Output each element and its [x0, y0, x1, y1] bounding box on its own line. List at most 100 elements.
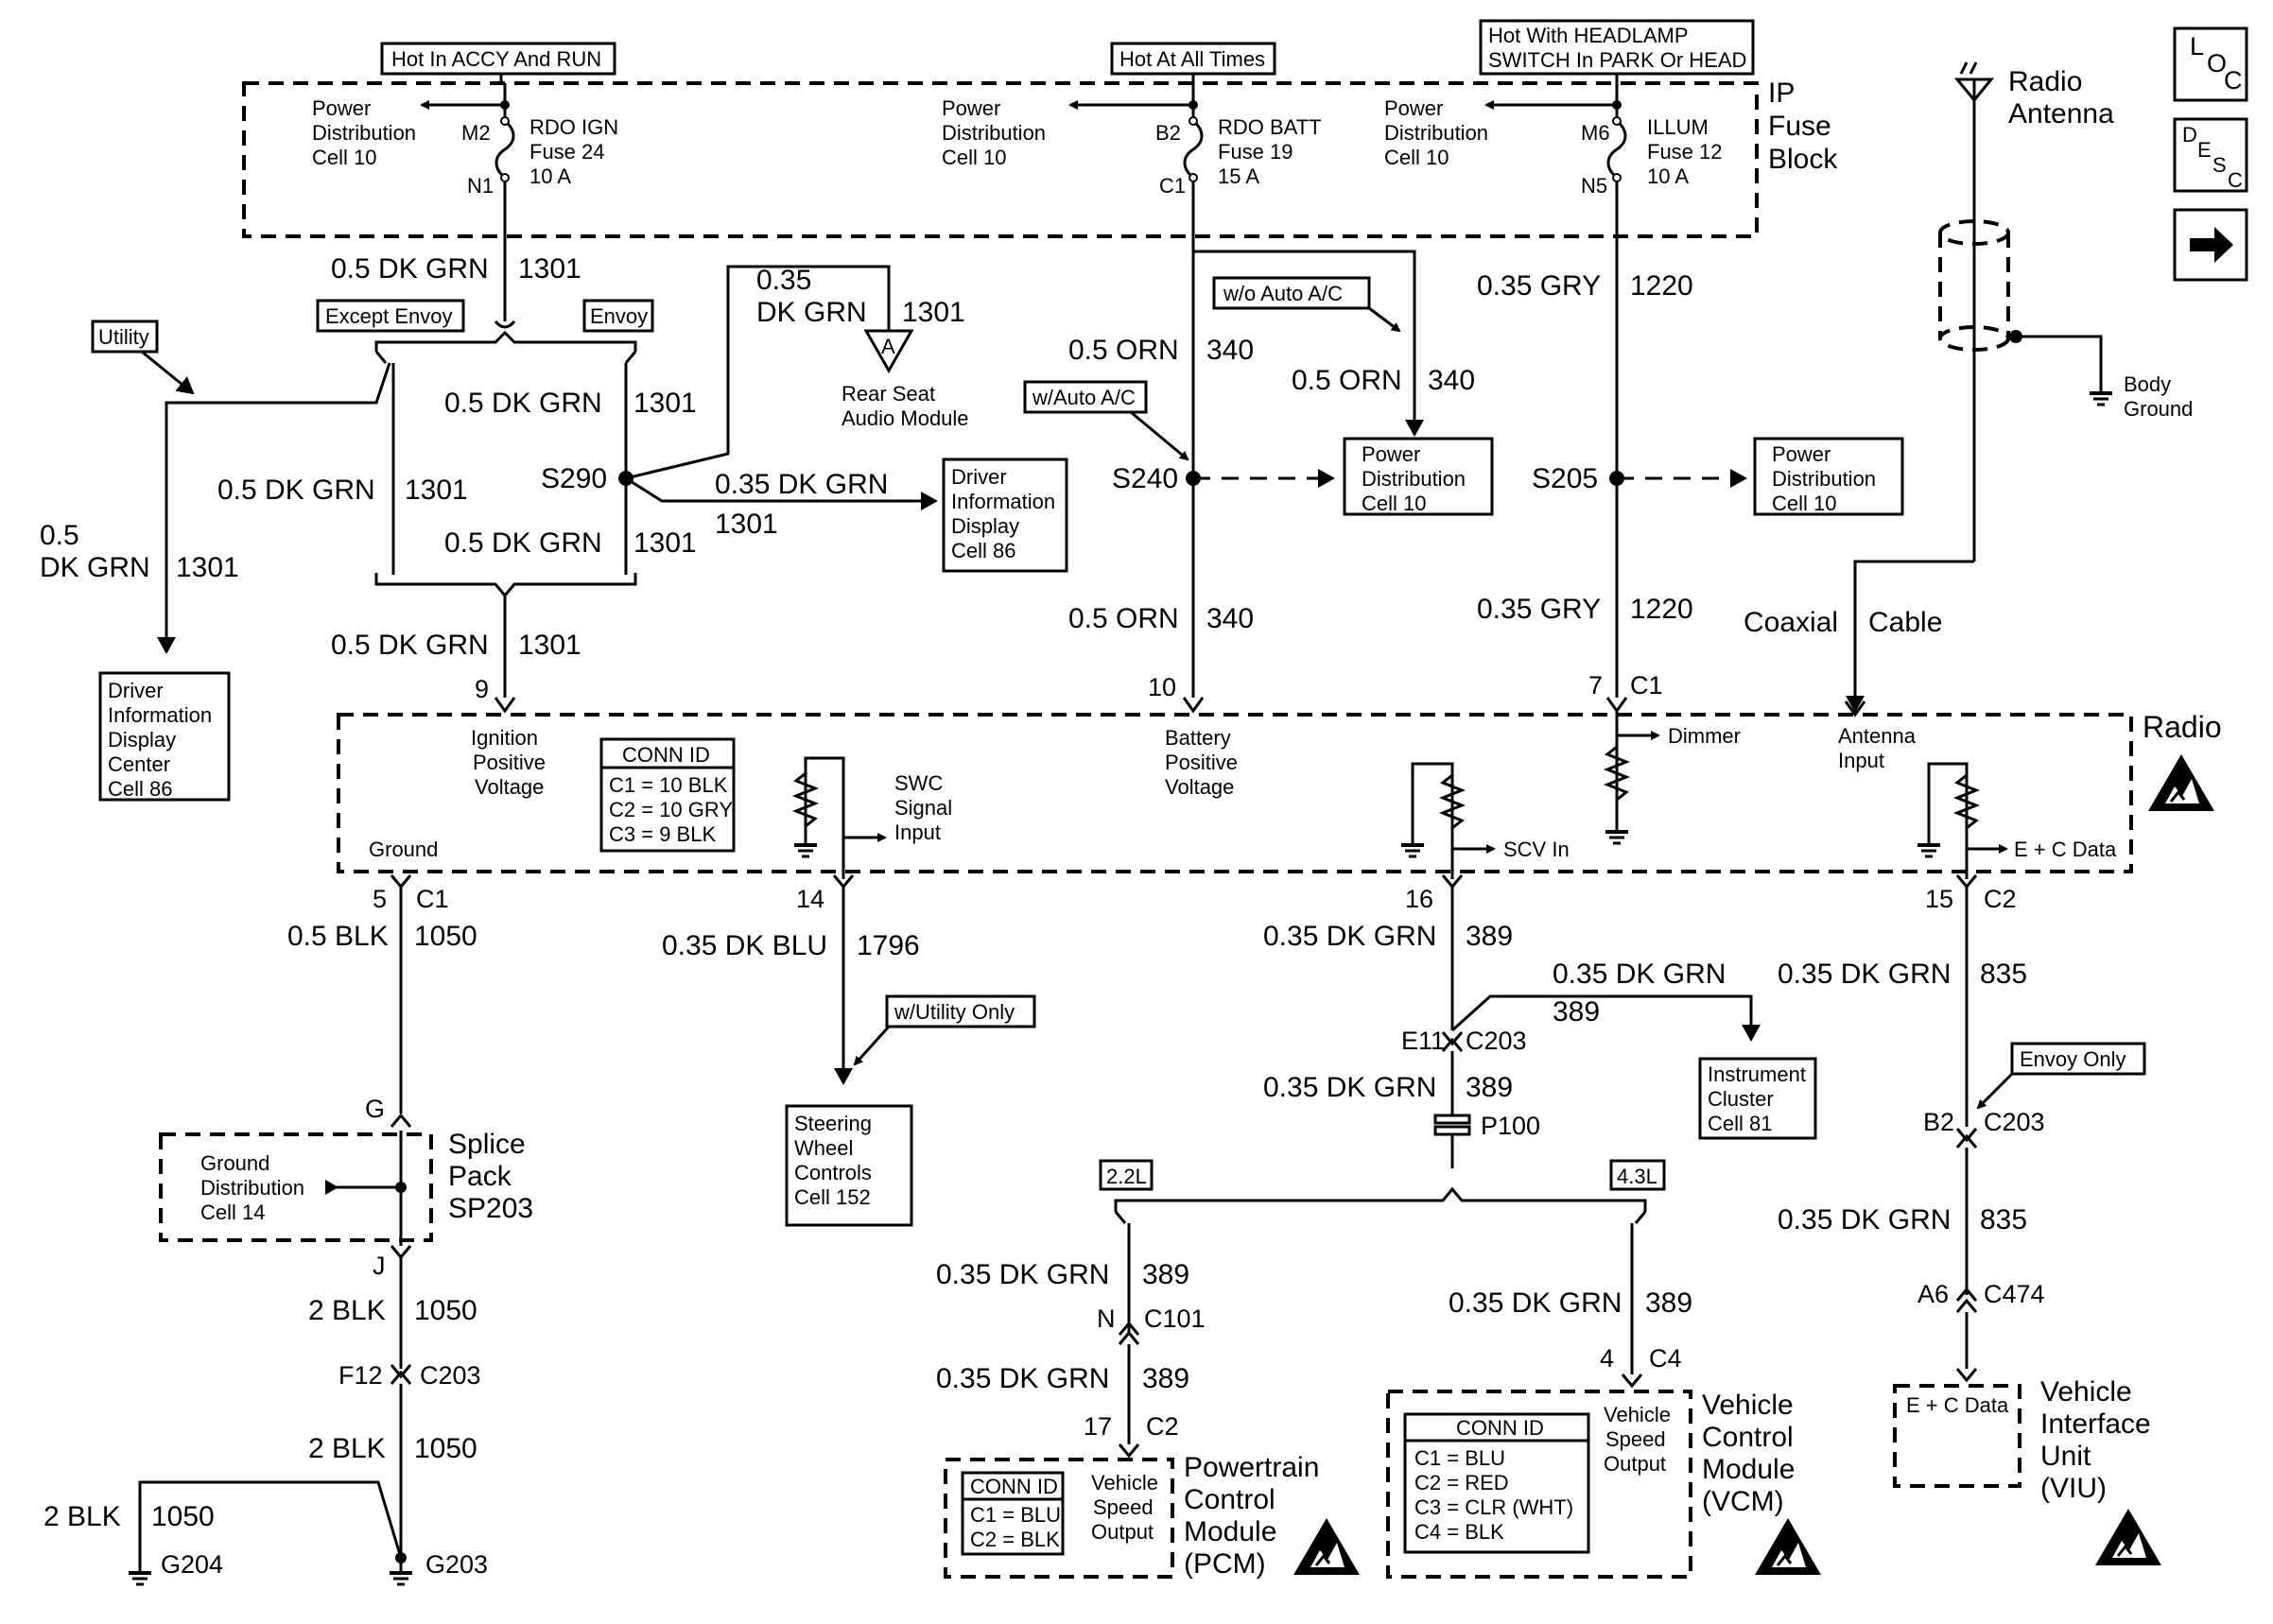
- wire-1301-bottom-circuit: 1301: [518, 630, 581, 661]
- dest-ic-1: Instrument: [1708, 1063, 1806, 1086]
- radio-pin-16: 16: [1405, 885, 1433, 913]
- vcm-title-3: Module: [1702, 1454, 1795, 1485]
- wire-rear-color-1: 0.35: [756, 265, 811, 296]
- desc-icon-s: S: [2212, 153, 2227, 177]
- vcm-vso-1: Vehicle: [1604, 1403, 1671, 1426]
- splice-pack-name-2: Pack: [448, 1161, 512, 1192]
- radio-pin-14: 14: [796, 885, 824, 913]
- splice-pack-name-1: Splice: [448, 1129, 526, 1160]
- pcm-esd-icon: [1292, 1516, 1362, 1577]
- fuse12-in-pin: M6: [1581, 121, 1610, 145]
- ground-g203-icon: [388, 1558, 414, 1586]
- wire-1796-color: 0.35 DK BLU: [662, 930, 827, 961]
- fuse-block-outline: [242, 81, 1759, 238]
- radio-ign-3: Voltage: [475, 775, 544, 799]
- wire-389-pcm-bot-circuit: 389: [1142, 1363, 1189, 1394]
- desc-icon[interactable]: [2173, 117, 2248, 193]
- pcm-title-3: Module: [1184, 1516, 1276, 1547]
- loc-icon[interactable]: [2173, 26, 2248, 102]
- opt-except-envoy: [316, 299, 465, 333]
- wire-1050-g204-circuit: 1050: [151, 1501, 215, 1532]
- pd-label-illum-3: Cell 10: [1384, 146, 1449, 169]
- pcm-vso-2: Speed: [1093, 1495, 1154, 1519]
- wire-1301-right-top-color: 0.5 DK GRN: [444, 388, 602, 419]
- wire-835-top-circuit: 835: [1980, 959, 2027, 990]
- wire-389-pcm-bot-color: 0.35 DK GRN: [936, 1363, 1109, 1394]
- rear-seat-label-1: Rear Seat: [842, 382, 935, 406]
- pcm-conn-id-2: C2 = BLK: [970, 1528, 1060, 1551]
- hot-accy-run-box: [380, 42, 616, 76]
- wire-389-mid-color: 0.35 DK GRN: [1263, 1072, 1436, 1103]
- vcm-title-2: Control: [1702, 1422, 1794, 1453]
- wire-1050-g204-color: 2 BLK: [43, 1501, 121, 1532]
- wire-1050-top-color: 0.5 BLK: [287, 921, 389, 952]
- conn-c203-scv: C203: [1466, 1027, 1527, 1055]
- opt-43-label: 4.3L: [1617, 1165, 1657, 1188]
- radio-bat-3: Voltage: [1165, 775, 1234, 799]
- antenna-label-2: Antenna: [2008, 98, 2114, 130]
- splice-s290-label: S290: [541, 463, 607, 494]
- radio-ground: Ground: [369, 838, 438, 861]
- dest-pd10-b-1: Power: [1772, 442, 1831, 466]
- viu-title-1: Vehicle: [2040, 1376, 2132, 1408]
- fuse24-number: Fuse 24: [529, 140, 605, 164]
- wire-389-pcm-top-circuit: 389: [1142, 1259, 1189, 1290]
- opt-w-auto-ac-label: w/Auto A/C: [1032, 386, 1136, 409]
- radio-pin-5-conn: C1: [416, 885, 449, 913]
- viu-title-3: Unit: [2040, 1441, 2091, 1472]
- ground-g204-label: G204: [161, 1550, 223, 1579]
- radio-ec: E + C Data: [2014, 838, 2117, 861]
- vcm-conn-c4: C4: [1649, 1344, 1682, 1373]
- pcm-conn-id-1: C1 = BLU: [970, 1503, 1061, 1527]
- opt-utility: [91, 320, 159, 354]
- conn-n: N: [1097, 1304, 1116, 1333]
- wire-1796-circuit: 1796: [857, 930, 920, 961]
- opt-envoy: [582, 299, 654, 333]
- wire-1301-right-bot-circuit: 1301: [633, 527, 697, 559]
- vcm-conn-id-2: C2 = RED: [1414, 1471, 1509, 1494]
- wire-389-top-color: 0.35 DK GRN: [1263, 921, 1436, 952]
- dest-swc-box: [785, 1104, 913, 1227]
- radio-pin-9: 9: [475, 675, 489, 703]
- wire-340-top-circuit: 340: [1206, 335, 1254, 366]
- wire-340-bottom-color: 0.5 ORN: [1068, 603, 1179, 634]
- radio-ign-2: Positive: [473, 751, 546, 774]
- splice-pack-name-3: SP203: [448, 1193, 533, 1224]
- pd-label-ign-2: Distribution: [312, 121, 416, 145]
- wire-1301-utility-color-1: 0.5: [40, 520, 79, 551]
- radio-pin-15: 15: [1925, 885, 1953, 913]
- dest-pd10-a-3: Cell 10: [1362, 492, 1426, 515]
- fuse19-in-pin: B2: [1155, 121, 1181, 145]
- fuse12-amps: 10 A: [1647, 164, 1689, 188]
- conn-c203-ec: C203: [1984, 1108, 2045, 1136]
- loc-icon-c: C: [2224, 66, 2243, 95]
- pcm-vso-1: Vehicle: [1091, 1471, 1158, 1494]
- splice-pack-cell-1: Ground: [200, 1151, 269, 1175]
- opt-43: [1609, 1159, 1666, 1191]
- dest-dicc-2: Information: [108, 703, 212, 727]
- pd-label-batt-3: Cell 10: [942, 146, 1006, 169]
- hot-all-times-label: Hot At All Times: [1119, 47, 1265, 71]
- ground-g204-icon: [127, 1558, 153, 1586]
- wire-1220-bottom-color: 0.35 GRY: [1477, 594, 1601, 625]
- dest-ic-2: Cluster: [1708, 1087, 1774, 1111]
- wire-1050-top-circuit: 1050: [414, 921, 477, 952]
- opt-except-envoy-label: Except Envoy: [325, 304, 453, 328]
- wire-835-top-color: 0.35 DK GRN: [1778, 959, 1951, 990]
- radio-pin-15-conn: C2: [1984, 885, 2017, 913]
- pd-label-ign-1: Power: [312, 96, 371, 120]
- wire-1301-right-bot-color: 0.5 DK GRN: [444, 527, 602, 559]
- desc-icon-e: E: [2197, 138, 2212, 162]
- dest-dic-2: Information: [951, 490, 1055, 513]
- radio-esd-icon: [2146, 752, 2216, 813]
- vcm-vso-2: Speed: [1605, 1427, 1666, 1451]
- radio-ant-2: Input: [1838, 749, 1884, 772]
- opt-w-utility-only-label: w/Utility Only: [894, 1000, 1015, 1024]
- wire-rear-color-2: DK GRN: [756, 297, 867, 328]
- dest-ic-box: [1698, 1057, 1817, 1140]
- wire-340-right-circuit: 340: [1428, 365, 1475, 396]
- fuse19-out-pin: C1: [1159, 174, 1186, 198]
- radio-title: Radio: [2143, 710, 2222, 744]
